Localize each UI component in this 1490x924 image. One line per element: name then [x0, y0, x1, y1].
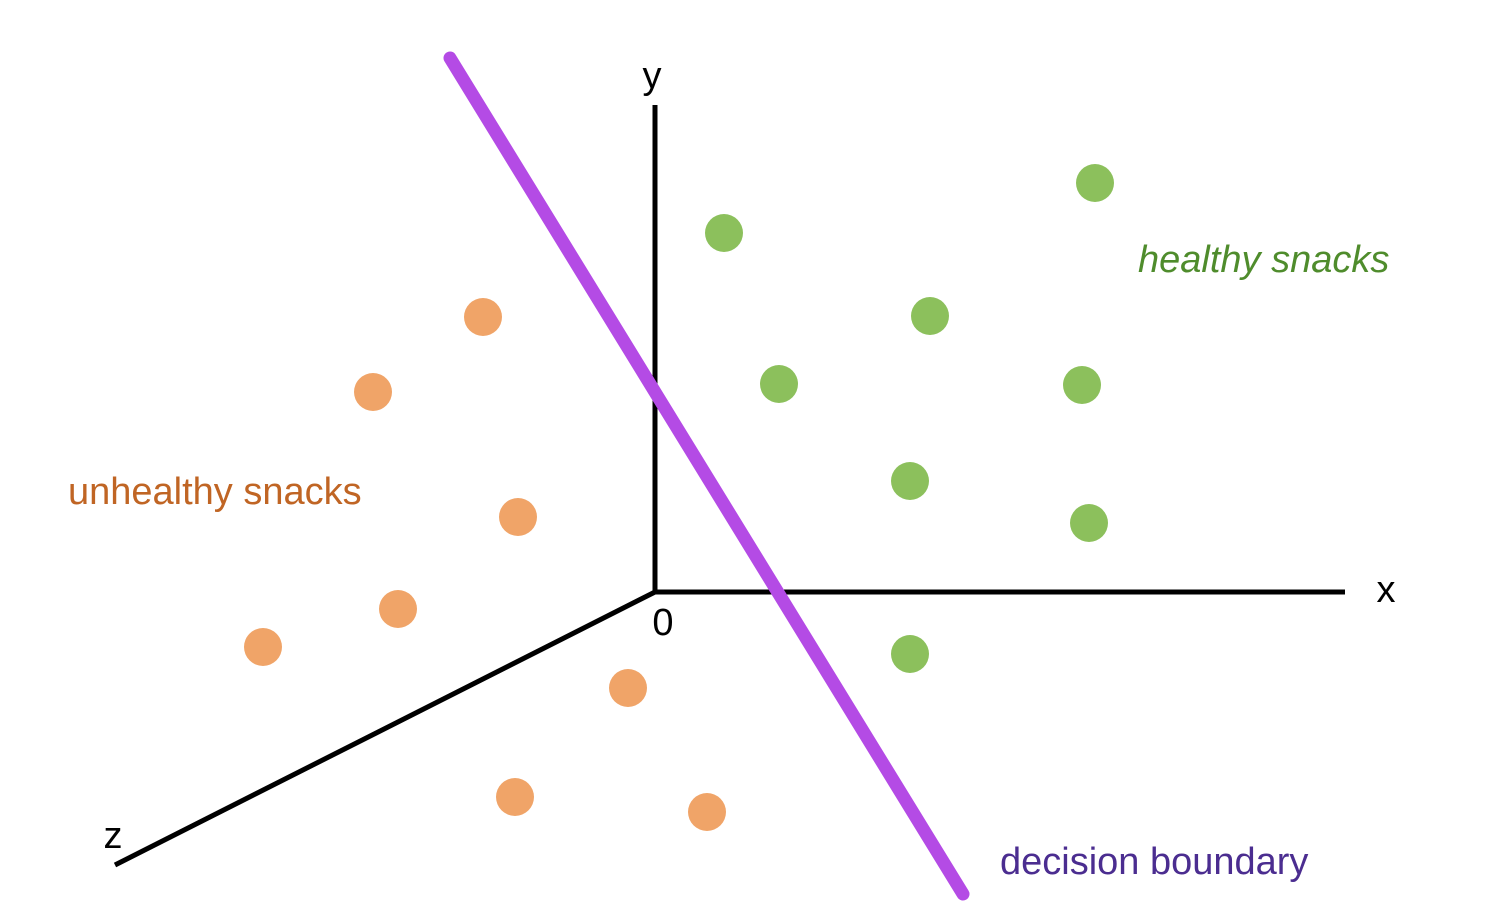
- unhealthy-snacks-dot: [244, 628, 282, 666]
- healthy-snacks-dot: [1063, 366, 1101, 404]
- y-axis-label: y: [643, 55, 662, 97]
- healthy-snacks-dot: [760, 365, 798, 403]
- cluster-label-unhealthy-snacks: unhealthy snacks: [68, 471, 362, 513]
- unhealthy-snacks-dot: [688, 793, 726, 831]
- healthy-snacks-dot: [911, 297, 949, 335]
- unhealthy-snacks-dot: [379, 590, 417, 628]
- decision-boundary-label: decision boundary: [1000, 841, 1308, 883]
- healthy-snacks-dot: [891, 462, 929, 500]
- unhealthy-snacks-dots-group: [244, 298, 726, 831]
- healthy-snacks-dots-group: [705, 164, 1114, 673]
- z-axis-line: [113, 589, 657, 868]
- cluster-label-healthy-snacks: healthy snacks: [1138, 239, 1389, 281]
- healthy-snacks-dot: [891, 635, 929, 673]
- healthy-snacks-dot: [705, 214, 743, 252]
- healthy-snacks-dot: [1070, 504, 1108, 542]
- decision-boundary-line: [443, 51, 970, 901]
- healthy-snacks-dot: [1076, 164, 1114, 202]
- origin-label: 0: [652, 602, 673, 644]
- z-axis-label: z: [104, 815, 123, 857]
- x-axis-label: x: [1377, 569, 1396, 611]
- unhealthy-snacks-dot: [354, 373, 392, 411]
- unhealthy-snacks-dot: [609, 669, 647, 707]
- unhealthy-snacks-dot: [499, 498, 537, 536]
- unhealthy-snacks-dot: [464, 298, 502, 336]
- unhealthy-snacks-dot: [496, 778, 534, 816]
